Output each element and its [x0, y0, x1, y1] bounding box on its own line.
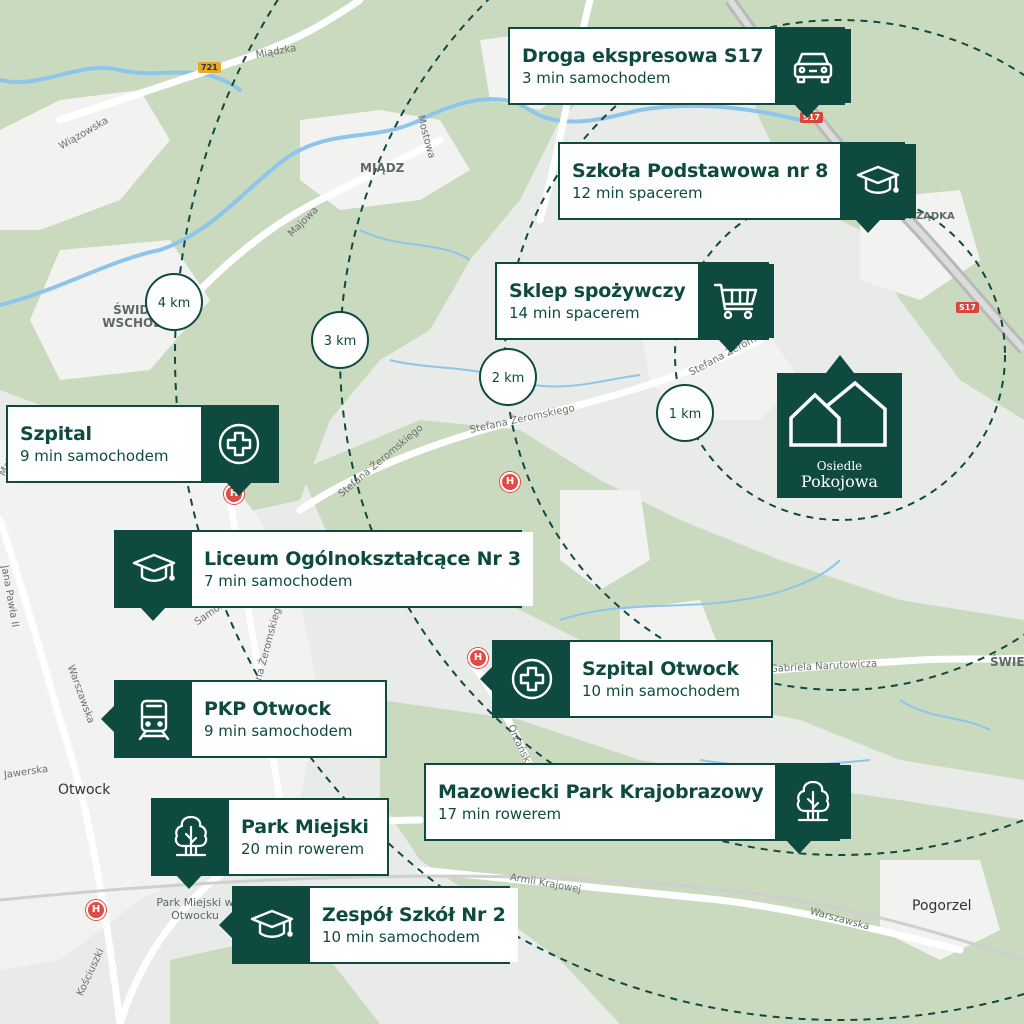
card-pointer — [718, 339, 744, 353]
poi-time: 9 min samochodem — [20, 447, 169, 465]
poi-time: 20 min rowerem — [241, 840, 365, 858]
osiedle-pokojowa-logo: Osiedle Pokojowa — [777, 373, 902, 498]
road-shield: S17 — [956, 302, 979, 313]
tree-icon — [775, 765, 852, 839]
poi-name: Droga ekspresowa S17 — [522, 45, 764, 67]
place-label: GRZĄDKA — [900, 211, 955, 222]
poi-card-park-krajobrazowy[interactable]: Mazowiecki Park Krajobrazowy 17 min rowe… — [424, 763, 852, 841]
poi-card-zespol-szkol[interactable]: Zespół Szkół Nr 2 10 min samochodem — [232, 886, 518, 964]
ring-label-3km: 3 km — [311, 311, 369, 369]
card-pointer — [140, 607, 166, 621]
poi-name: Mazowiecki Park Krajobrazowy — [438, 781, 764, 803]
poi-card-szpital-otwock[interactable]: Szpital Otwock 10 min samochodem — [492, 640, 773, 718]
card-pointer — [794, 104, 820, 118]
poi-time: 7 min samochodem — [204, 572, 353, 590]
poi-name: Zespół Szkół Nr 2 — [322, 904, 506, 926]
poi-name: Liceum Ogólnokształcące Nr 3 — [204, 548, 521, 570]
poi-card-pkp-otwock[interactable]: PKP Otwock 9 min samochodem — [114, 680, 387, 758]
poi-name: Szkoła Podstawowa nr 8 — [572, 160, 829, 182]
place-label: ŚWIER — [990, 655, 1024, 669]
poi-name: Sklep spożywczy — [509, 280, 686, 302]
poi-card-s17[interactable]: Droga ekspresowa S17 3 min samochodem — [508, 27, 852, 105]
place-label: MIĄDZ — [360, 161, 405, 175]
poi-name: Szpital Otwock — [582, 658, 739, 680]
place-label: Park Miejski w Otwocku — [156, 896, 234, 922]
train-icon — [116, 682, 192, 756]
poi-card-szpital[interactable]: Szpital 9 min samochodem — [6, 405, 279, 483]
poi-time: 12 min spacerem — [572, 184, 703, 202]
ring-label-4km: 4 km — [145, 273, 203, 331]
card-pointer — [219, 912, 232, 938]
graduation-cap-icon — [116, 532, 192, 606]
graduation-cap-icon — [840, 144, 917, 218]
poi-time: 17 min rowerem — [438, 805, 562, 823]
poi-time: 9 min samochodem — [204, 722, 353, 740]
poi-time: 3 min samochodem — [522, 69, 671, 87]
tree-icon — [153, 800, 229, 874]
card-pointer — [786, 840, 812, 854]
card-pointer — [480, 666, 493, 692]
logo-line2: Pokojowa — [801, 472, 878, 491]
poi-time: 10 min samochodem — [582, 682, 740, 700]
poi-name: PKP Otwock — [204, 698, 331, 720]
card-pointer — [855, 219, 881, 233]
card-pointer — [101, 706, 114, 732]
medical-cross-icon — [201, 407, 277, 481]
hospital-marker-icon[interactable]: H — [500, 472, 520, 492]
road-shield: 721 — [198, 62, 221, 73]
hospital-marker-icon[interactable]: H — [468, 648, 488, 668]
poi-name: Park Miejski — [241, 816, 369, 838]
poi-time: 10 min samochodem — [322, 928, 480, 946]
poi-time: 14 min spacerem — [509, 304, 640, 322]
house-outline-icon — [789, 380, 887, 447]
shopping-cart-icon — [697, 264, 774, 338]
hospital-marker-icon[interactable]: H — [86, 900, 106, 920]
graduation-cap-icon — [234, 888, 310, 962]
ring-label-1km: 1 km — [656, 384, 714, 442]
card-pointer — [226, 482, 252, 496]
card-pointer — [176, 875, 202, 889]
poi-card-park-miejski[interactable]: Park Miejski 20 min rowerem — [151, 798, 389, 876]
logo-line1: Osiedle — [816, 459, 863, 473]
car-icon — [775, 29, 852, 103]
poi-card-sklep[interactable]: Sklep spożywczy 14 min spacerem — [495, 262, 774, 340]
place-label: Pogorzel — [912, 898, 972, 914]
poi-card-liceum[interactable]: Liceum Ogólnokształcące Nr 3 7 min samoc… — [114, 530, 533, 608]
medical-cross-icon — [494, 642, 570, 716]
place-label: Otwock — [58, 782, 111, 798]
ring-label-2km: 2 km — [479, 348, 537, 406]
logo-pointer — [826, 355, 854, 373]
poi-name: Szpital — [20, 423, 92, 445]
poi-card-szkola-podstawowa[interactable]: Szkoła Podstawowa nr 8 12 min spacerem — [558, 142, 917, 220]
